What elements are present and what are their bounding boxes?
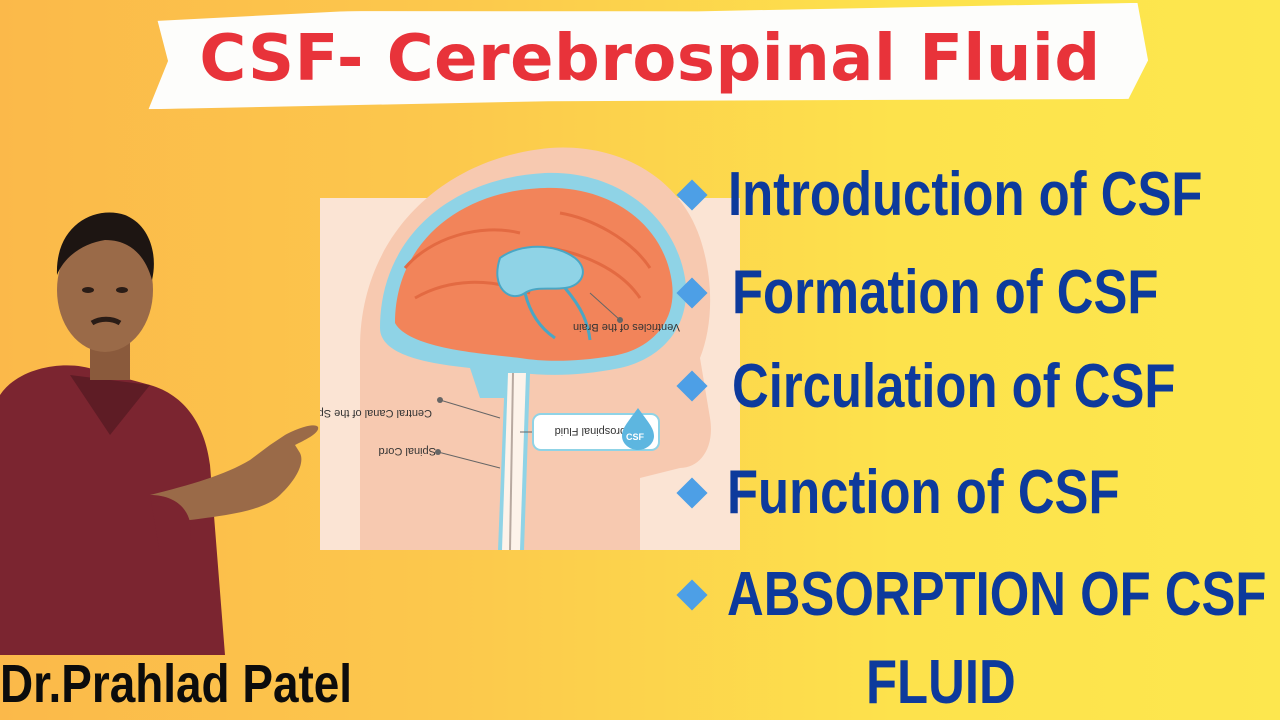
topic-item: Introduction of CSF <box>728 160 1203 229</box>
bullet-diamond-icon <box>676 179 708 211</box>
diagram-label-spinal-cord: Spinal Cord <box>379 445 501 469</box>
bullet-diamond-icon <box>676 579 708 611</box>
presenter-figure <box>0 212 319 655</box>
page-title: CSF- Cerebrospinal Fluid <box>199 22 1101 96</box>
topic-item: ABSORPTION OF CSF <box>727 560 1267 629</box>
bullet-diamond-icon <box>676 477 708 509</box>
topic-item: Circulation of CSF <box>732 352 1176 421</box>
label-central-canal: Central Canal of the Spinal Cord <box>320 407 432 419</box>
topic-item-continuation: FLUID <box>866 648 1016 717</box>
topic-item: Function of CSF <box>727 458 1120 527</box>
label-spinal-cord: Spinal Cord <box>379 445 436 457</box>
csf-drop-icon: CSF <box>626 432 645 442</box>
author-name: Dr.Prahlad Patel <box>0 654 353 714</box>
label-ventricles: Ventricles of the Brain <box>573 321 680 333</box>
diagram-label-central-canal: Central Canal of the Spinal Cord <box>320 397 501 419</box>
diagram-label-ventricles: Ventricles of the Brain <box>573 292 680 333</box>
csf-callout-box: Cerebrospinal Fluid CSF <box>520 408 660 451</box>
bullet-diamond-icon <box>676 370 708 402</box>
csf-anatomy-illustration: Ventricles of the Brain Central Canal of… <box>320 147 740 550</box>
topic-item: Formation of CSF <box>732 258 1159 327</box>
bullet-diamond-icon <box>676 277 708 309</box>
